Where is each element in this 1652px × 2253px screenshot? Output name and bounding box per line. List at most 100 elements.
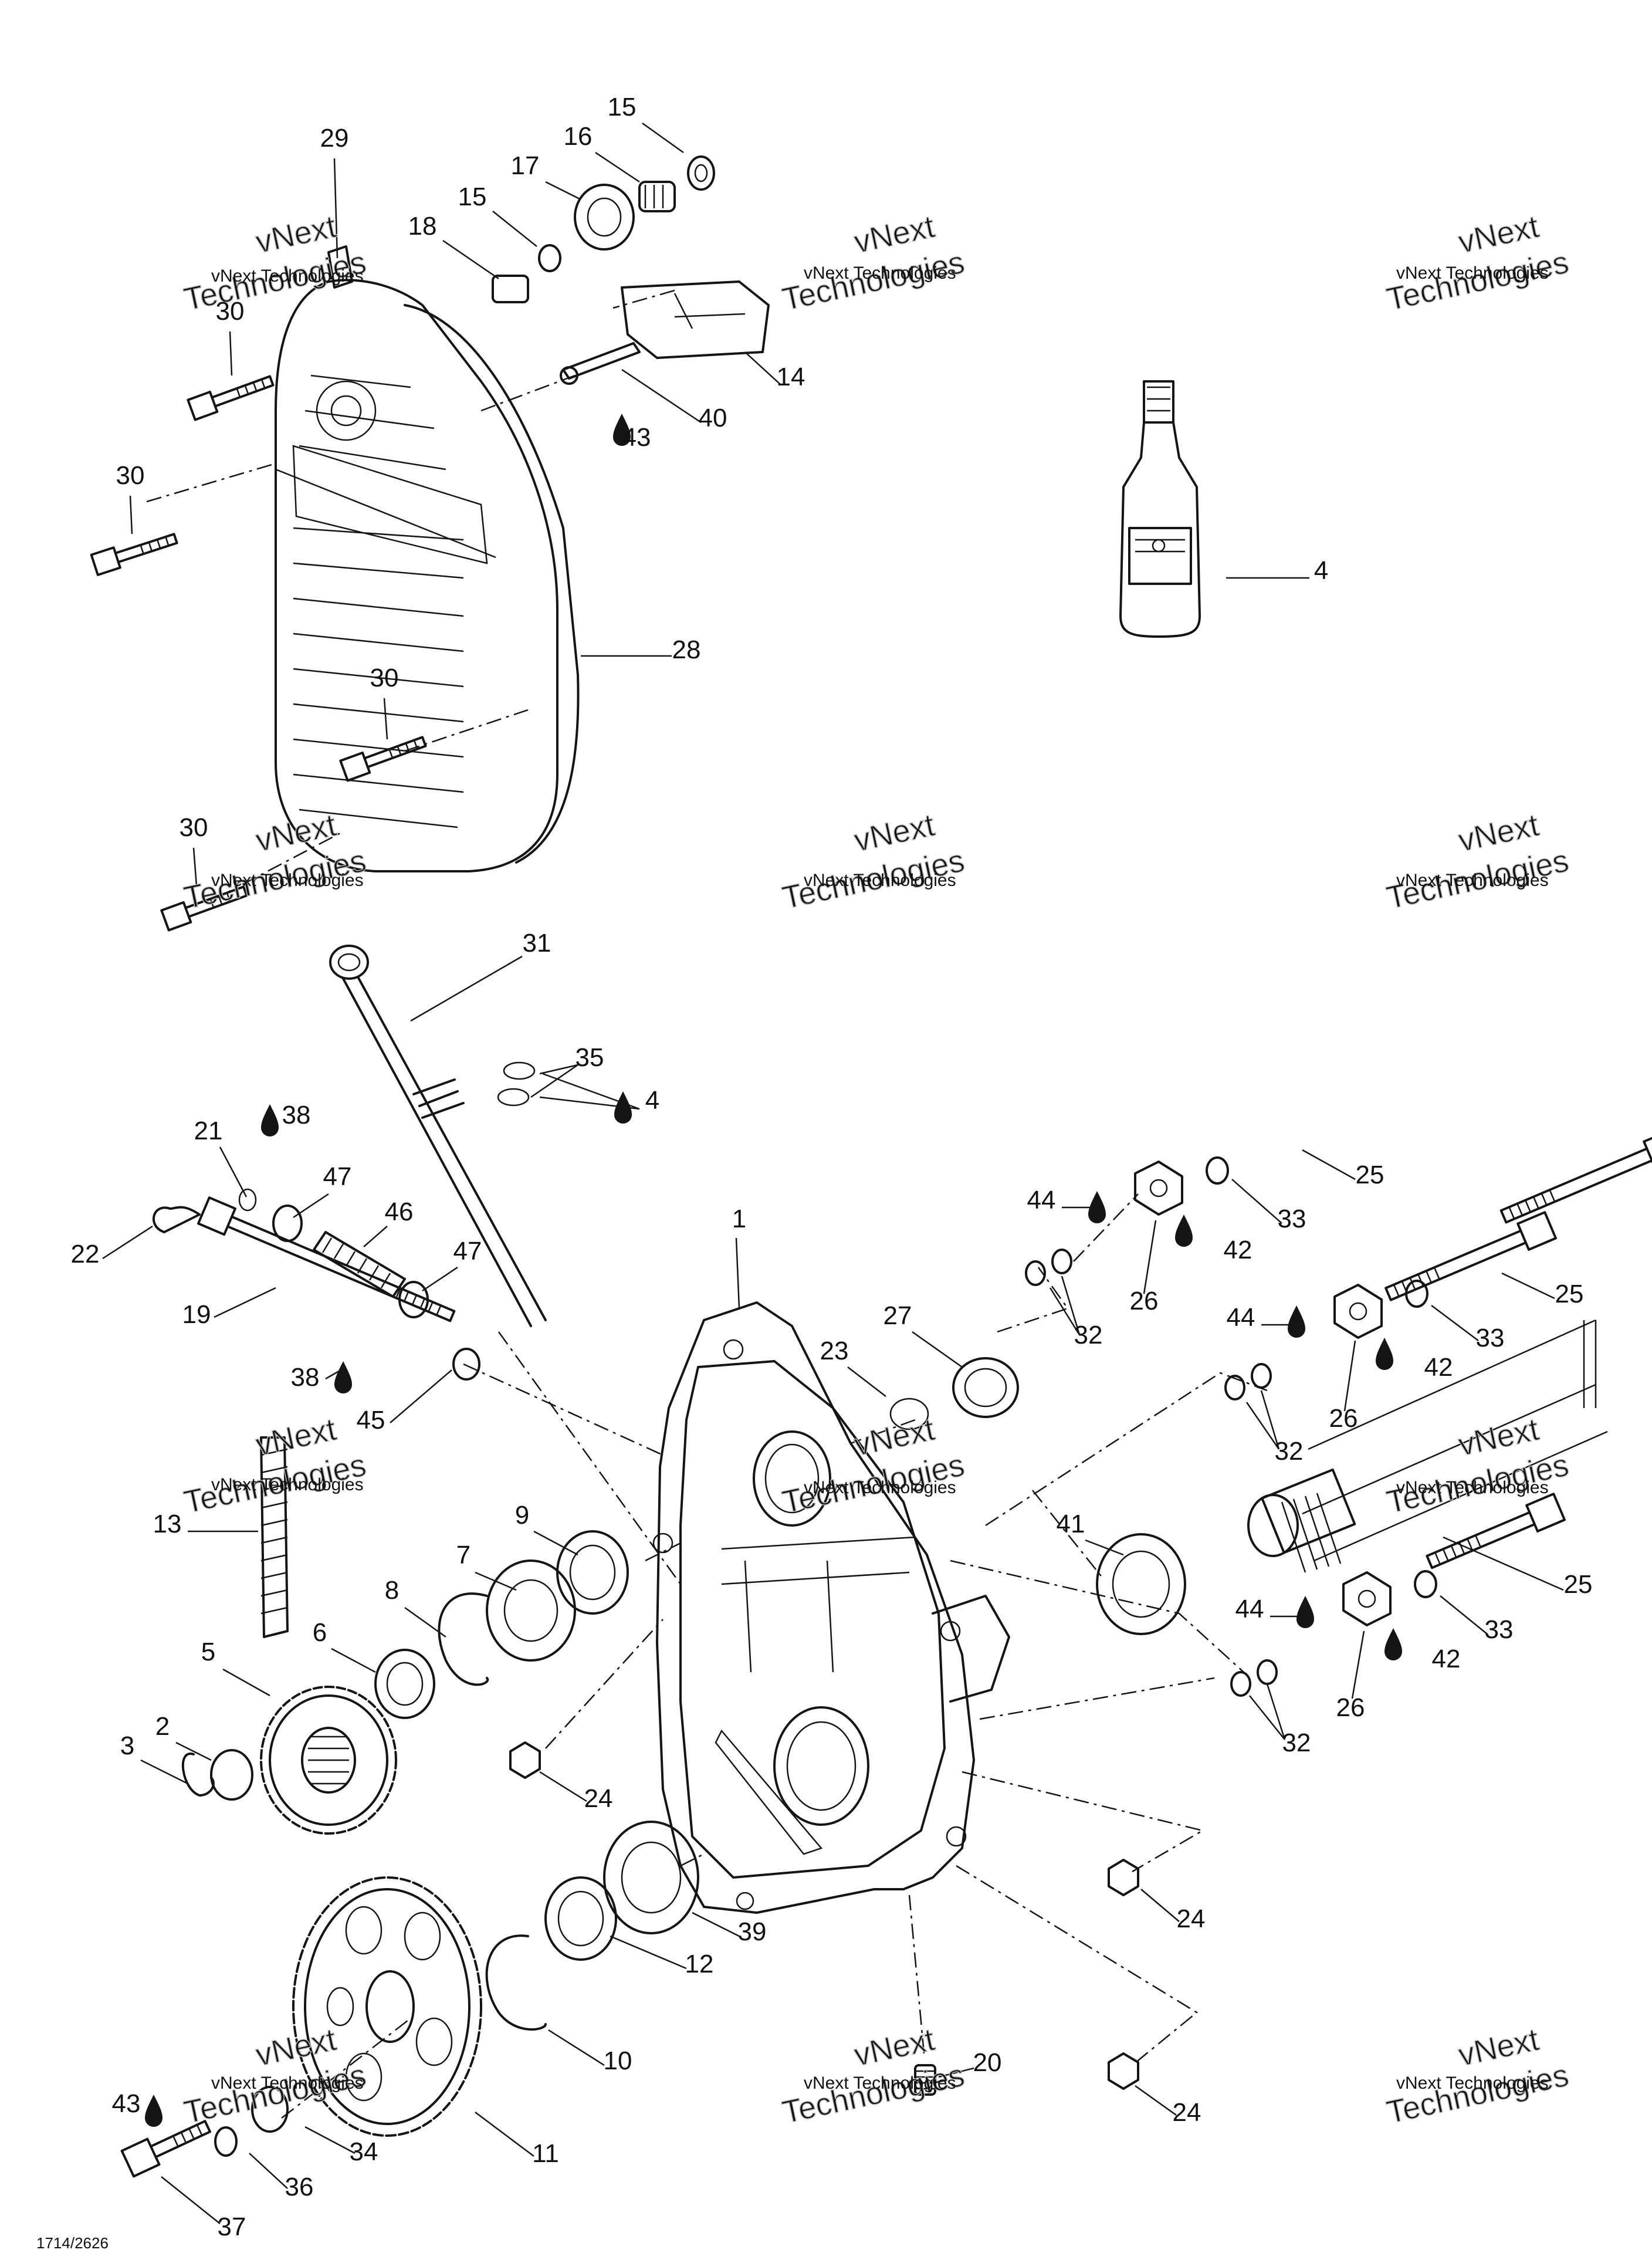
dipstick [329,945,547,1327]
callout-c26b: 26 [1329,1404,1358,1433]
callout-c42a: 42 [1224,1236,1252,1264]
callout-c6: 6 [313,1618,327,1647]
callout-c25c: 25 [1564,1570,1593,1599]
callout-c36: 36 [285,2173,314,2201]
callout-c26c: 26 [1336,1693,1365,1722]
drop-icon [613,414,631,446]
callout-c28: 28 [672,635,701,664]
watermark: vNext Technologies [181,1411,370,1520]
assembly-lines [146,289,1268,2119]
callout-c30a: 30 [216,297,245,326]
callout-c38b: 38 [291,1363,320,1392]
drop-icon [1088,1191,1106,1223]
callout-c24b: 24 [1177,1904,1206,1933]
part-callouts: 1516171518293030303014404328431354213847… [71,93,1593,2241]
drop-icon [1376,1338,1393,1370]
callout-c13: 13 [153,1510,182,1538]
callout-c4a: 4 [1314,556,1328,585]
callout-c45: 45 [357,1406,385,1435]
callout-c33c: 33 [1485,1615,1514,1644]
svg-text:vNext Technologies: vNext Technologies [1396,2073,1549,2093]
callout-c44a: 44 [1027,1186,1056,1215]
callout-c34: 34 [350,2137,378,2166]
svg-text:vNext Technologies: vNext Technologies [1396,871,1549,890]
callout-c39: 39 [738,1917,767,1946]
callout-c15a: 15 [608,93,637,121]
callout-c47a: 47 [323,1162,352,1191]
figure-code: 1714/2626 [36,2234,109,2252]
callout-c5: 5 [201,1638,215,1666]
drop-icon [1288,1305,1305,1338]
callout-c1: 1 [732,1205,746,1233]
callout-c33a: 33 [1278,1205,1306,1233]
callout-c32b: 32 [1275,1437,1304,1466]
callout-c18: 18 [408,212,437,241]
callout-c12: 12 [685,1950,714,1978]
drop-icon [1384,1628,1402,1660]
watermark: vNext Technologies [181,208,370,317]
callout-c43b: 43 [112,2089,141,2118]
callout-c25b: 25 [1555,1280,1584,1308]
svg-text:vNext Technologies: vNext Technologies [211,1475,364,1494]
callout-c9: 9 [515,1501,529,1530]
callout-c25a: 25 [1356,1161,1384,1189]
callout-c4b: 4 [645,1086,659,1115]
gears [260,1686,482,2137]
watermark: vNext Technologies [1383,208,1572,317]
callout-c42b: 42 [1424,1353,1453,1382]
svg-text:vNext Technologies: vNext Technologies [211,871,364,890]
drop-icon [1175,1215,1193,1247]
callout-c26a: 26 [1130,1287,1159,1315]
callout-c3: 3 [120,1731,134,1760]
callout-c30b: 30 [116,461,145,490]
callout-c27: 27 [883,1301,912,1330]
svg-text:vNext Technologies: vNext Technologies [804,1478,956,1497]
drop-icon [261,1104,279,1136]
callout-c35: 35 [576,1043,604,1072]
callout-c29: 29 [320,124,349,153]
callout-c44b: 44 [1227,1303,1255,1332]
svg-text:vNext Technologies: vNext Technologies [804,2073,956,2093]
callout-c17: 17 [511,151,540,180]
chaincase-cover [275,245,580,872]
watermark: vNext Technologies [779,1411,968,1520]
callout-c8: 8 [385,1576,399,1605]
bearings-and-seals [153,1188,1186,2157]
svg-text:vNext Technologies: vNext Technologies [211,266,364,286]
drop-icon [334,1361,352,1393]
callout-c11: 11 [532,2139,559,2168]
callout-c16: 16 [564,122,593,151]
callout-c15b: 15 [458,182,487,211]
callout-c30c: 30 [370,664,399,692]
callout-c30d: 30 [180,813,208,842]
callout-c47b: 47 [453,1237,482,1266]
svg-text:vNext Technologies: vNext Technologies [1396,263,1549,283]
watermark: vNext Technologies [1383,1411,1572,1520]
oil-bottle [1119,380,1201,638]
watermark: vNext Technologies [1383,807,1572,916]
callout-c41: 41 [1057,1510,1085,1538]
callout-c42c: 42 [1432,1645,1461,1673]
callout-c21: 21 [194,1117,223,1145]
callout-c22: 22 [71,1240,100,1268]
callout-c23: 23 [820,1337,849,1365]
callout-c37: 37 [218,2213,246,2241]
drive-shaft [1247,1319,1608,1573]
tensioner-group [492,155,770,385]
lubricant-drop-icons [145,414,1402,2127]
callout-c40: 40 [699,404,727,432]
svg-text:vNext Technologies: vNext Technologies [211,2073,364,2093]
callout-c14: 14 [777,363,805,391]
callout-c7: 7 [456,1541,470,1569]
callout-c24c: 24 [1173,2098,1201,2127]
callout-c43a: 43 [622,423,651,452]
watermark: vNext Technologies [779,807,968,916]
callout-c20: 20 [973,2048,1002,2077]
callout-c24a: 24 [584,1784,613,1813]
drop-icon [1296,1596,1314,1628]
nuts-and-washers [509,1156,1437,2096]
drop-icon [614,1091,632,1124]
callout-c31: 31 [523,929,551,958]
svg-text:vNext Technologies: vNext Technologies [804,871,956,890]
